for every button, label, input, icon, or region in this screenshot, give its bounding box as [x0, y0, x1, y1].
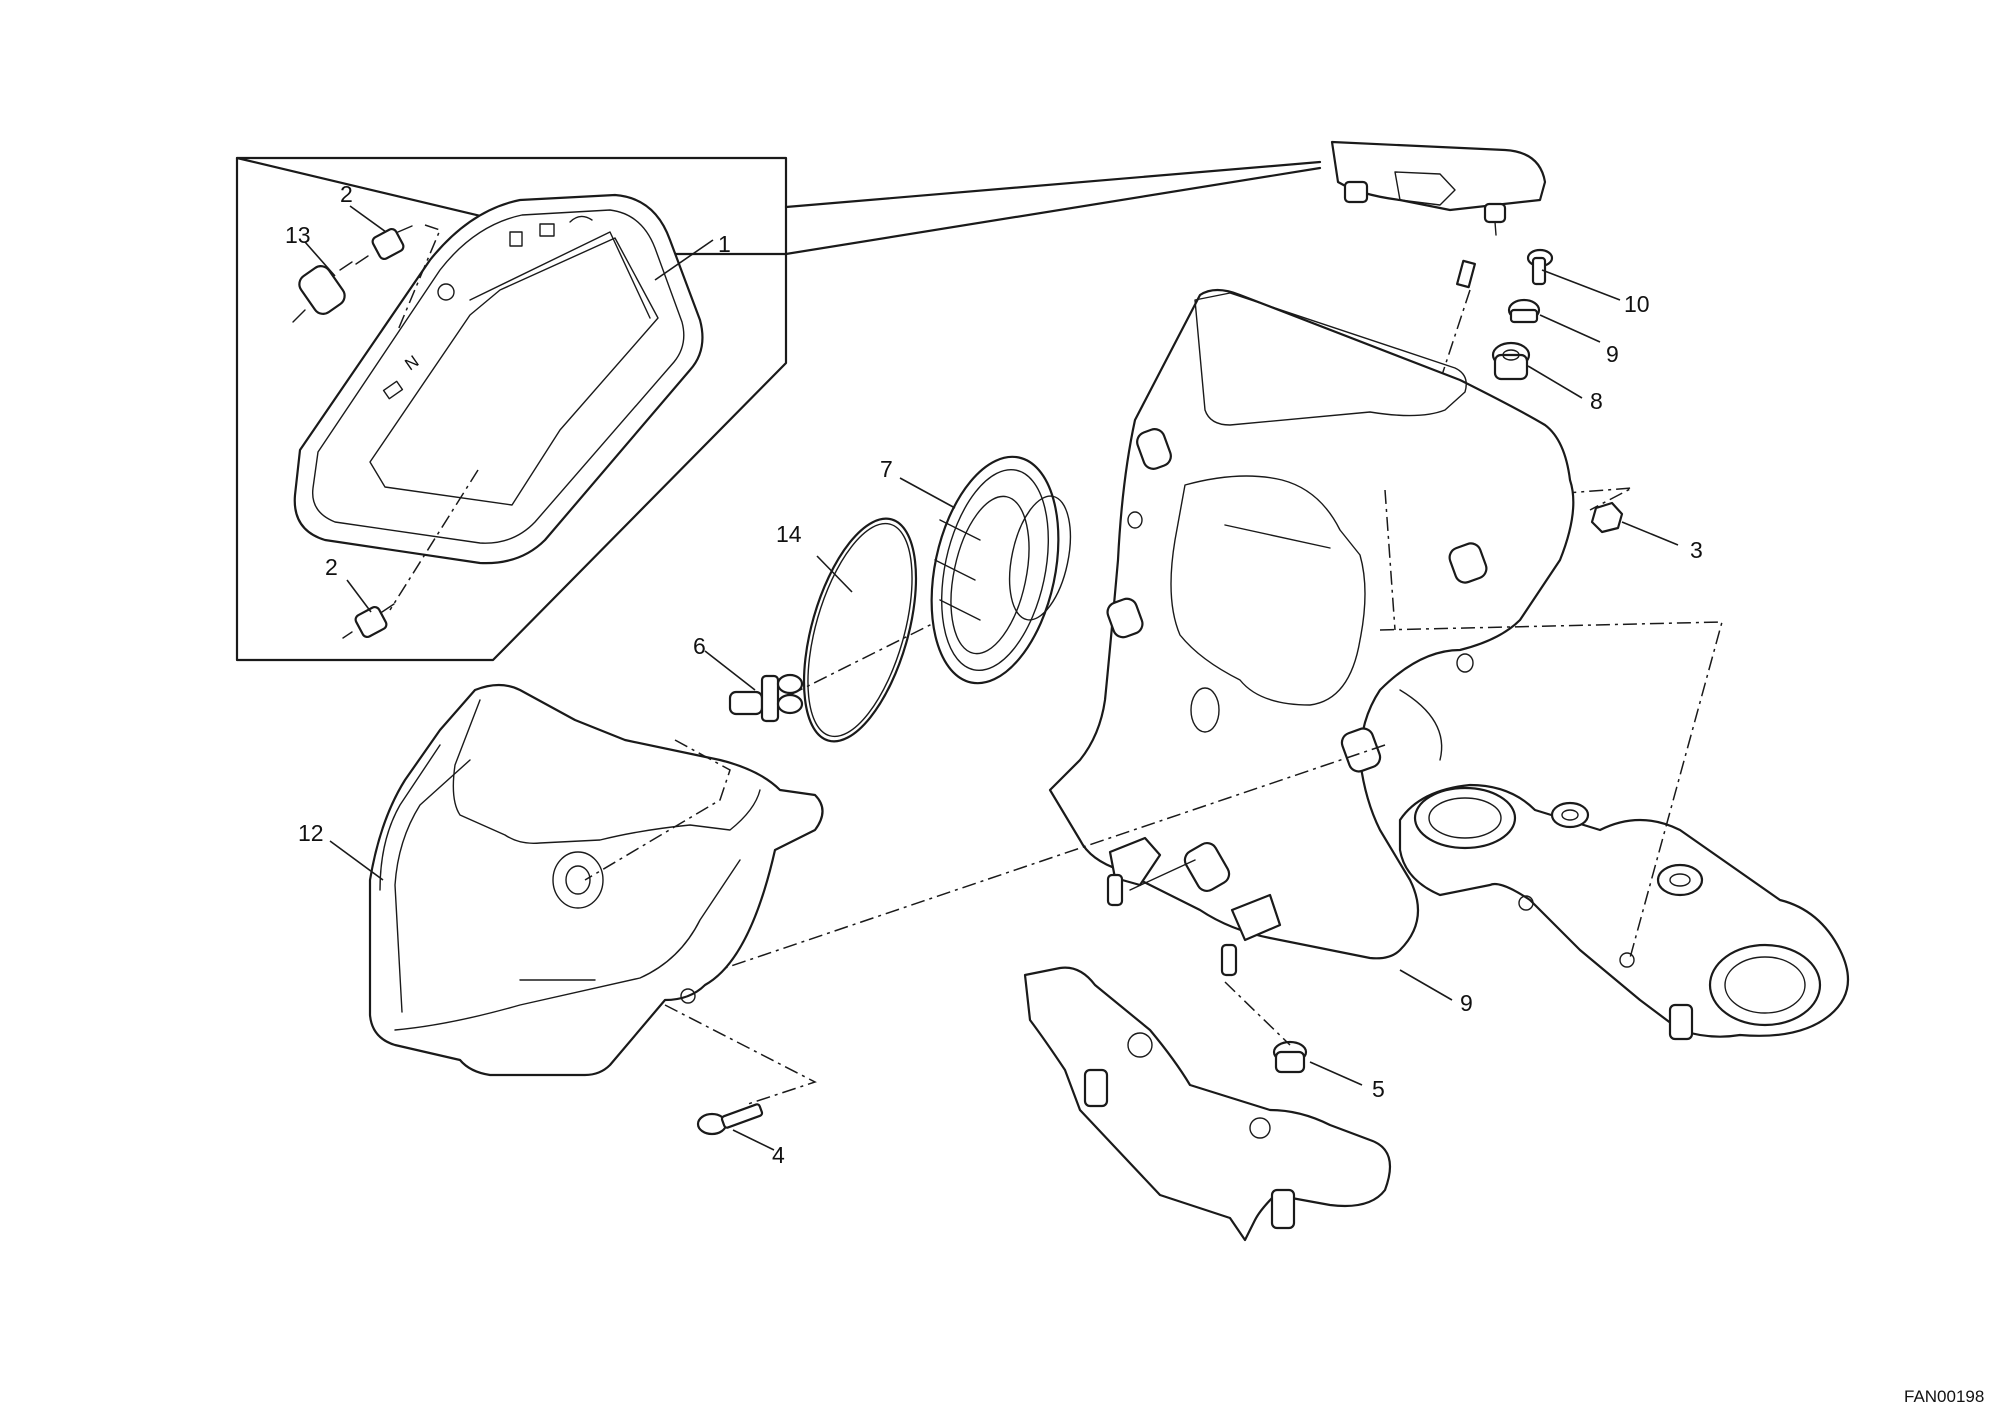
- callout-14: 14: [776, 521, 802, 547]
- part-4-screw: [696, 1103, 764, 1136]
- drawing-code: FAN00198: [1904, 1387, 1984, 1406]
- part-9-headlight-bracket: [1048, 288, 1575, 977]
- instrument-mount-stud: [1455, 259, 1477, 289]
- callout-1: 1: [718, 231, 731, 257]
- callout-13: 13: [285, 222, 311, 248]
- part-12-headlight: [368, 683, 824, 1077]
- part-2-lower-stud: [342, 603, 395, 639]
- part-7-bulb-holder: [930, 455, 1072, 685]
- part-13-spacer: [292, 261, 353, 323]
- part-1-instrument-panel: N: [293, 193, 704, 565]
- part-5-grommet: [1272, 1040, 1308, 1074]
- callout-5: 5: [1372, 1076, 1385, 1102]
- callout-2-lower: 2: [325, 554, 338, 580]
- upper-triple-clamp: [1398, 783, 1850, 1041]
- callout-7: 7: [880, 456, 893, 482]
- callout-6: 6: [693, 633, 706, 659]
- part-6-bulb: [728, 673, 804, 723]
- callout-2-upper: 2: [340, 181, 353, 207]
- lower-mounting-bracket: [1023, 966, 1392, 1242]
- callout-11: 10: [1624, 291, 1650, 317]
- callout-10: 9: [1606, 341, 1619, 367]
- callout-8: 8: [1590, 388, 1603, 414]
- callouts: 1 2 13 2 10 9 8 3 7 14 6 12 9 5 4: [285, 181, 1703, 1168]
- callout-9: 9: [1460, 990, 1473, 1016]
- callout-12: 12: [298, 820, 324, 846]
- callout-3: 3: [1690, 537, 1703, 563]
- part-10-washer: [1507, 298, 1541, 324]
- part-8-grommet: [1491, 341, 1531, 381]
- part-11-bolt: [1526, 248, 1554, 286]
- leader-lines: [304, 205, 1679, 1151]
- callout-4: 4: [772, 1142, 785, 1168]
- part-3-nut: [1590, 501, 1624, 534]
- part-2-upper-stud: [355, 225, 413, 265]
- instrument-housing: [1330, 140, 1547, 236]
- part-14-o-ring: [802, 517, 918, 743]
